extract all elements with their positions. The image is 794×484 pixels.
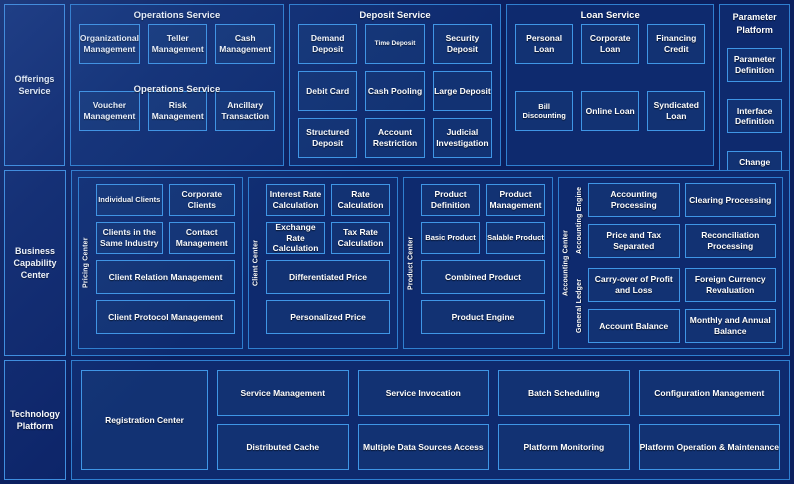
- cell-combined-product[interactable]: Combined Product: [421, 260, 545, 294]
- cell-multiple-data-sources-access[interactable]: Multiple Data Sources Access: [357, 424, 490, 470]
- cell-carry-over-of-profit-and-loss[interactable]: Carry-over of Profit and Loss: [588, 268, 680, 302]
- client-center-items: Interest Rate Calculation Rate Calculati…: [263, 178, 397, 348]
- technology-column-1: Service Management Distributed Cache: [217, 370, 349, 470]
- operations-service-items: Organizational Management Teller Managem…: [71, 24, 283, 139]
- vlabel-accounting-center: Accounting Center: [562, 230, 570, 297]
- cell-voucher-management[interactable]: Voucher Management: [78, 91, 140, 131]
- cell-client-protocol-management[interactable]: Client Protocol Management: [96, 300, 235, 334]
- row-label-technology-platform: Technology Platform: [4, 360, 66, 480]
- cell-monthly-and-annual-balance[interactable]: Monthly and Annual Balance: [684, 309, 776, 343]
- cell-platform-monitoring[interactable]: Platform Monitoring: [498, 424, 630, 470]
- cell-time-deposit[interactable]: Time Deposit: [365, 24, 425, 64]
- cell-product-definition[interactable]: Product Definition: [421, 184, 480, 216]
- general-ledger-items: Carry-over of Profit and Loss Foreign Cu…: [586, 263, 782, 348]
- group-title-parameter-platform: Parameter Platform: [732, 12, 777, 36]
- technology-column-4: Configuration Management Platform Operat…: [638, 370, 780, 470]
- cell-bill-discounting[interactable]: Bill Discounting: [515, 91, 574, 131]
- cell-clearing-processing[interactable]: Clearing Processing: [684, 183, 776, 217]
- cell-interest-rate-calculation[interactable]: Interest Rate Calculation: [266, 184, 325, 216]
- cell-security-deposit[interactable]: Security Deposit: [432, 24, 493, 64]
- group-title-operations-service-duplicate: Operations Service: [133, 84, 221, 95]
- cell-financing-credit[interactable]: Financing Credit: [647, 24, 706, 64]
- cell-large-deposit[interactable]: Large Deposit: [432, 71, 493, 111]
- cell-accounting-processing[interactable]: Accounting Processing: [588, 183, 680, 217]
- cell-organizational-management[interactable]: Organizational Management: [78, 24, 140, 64]
- cell-demand-deposit[interactable]: Demand Deposit: [297, 24, 358, 64]
- subgroup-product-center: Product Center Product Definition Produc…: [403, 177, 553, 349]
- cell-platform-operation-maintenance[interactable]: Platform Operation & Maintenance: [638, 424, 780, 470]
- group-operations-service: Operations Service Organizational Manage…: [69, 4, 284, 166]
- cell-client-relation-management[interactable]: Client Relation Management: [96, 260, 235, 294]
- cell-personalized-price[interactable]: Personalized Price: [266, 300, 390, 334]
- cell-syndicated-loan[interactable]: Syndicated Loan: [647, 91, 706, 131]
- cell-interface-definition[interactable]: Interface Definition: [727, 99, 783, 134]
- row-label-business-capability-center: Business Capability Center: [4, 170, 66, 356]
- group-loan-service: Loan Service Personal Loan Corporate Loa…: [506, 4, 715, 166]
- vlabel-general-ledger: General Ledger: [576, 278, 583, 333]
- cell-personal-loan[interactable]: Personal Loan: [515, 24, 574, 64]
- technology-column-2: Service Invocation Multiple Data Sources…: [357, 370, 490, 470]
- offerings-service-row: Offerings Service Operations Service Org…: [4, 4, 791, 352]
- cell-differentiated-price[interactable]: Differentiated Price: [266, 260, 390, 294]
- cell-foreign-currency-revaluation[interactable]: Foreign Currency Revaluation: [684, 268, 776, 302]
- subgroup-pricing-center: Pricing Center Individual Clients Corpor…: [78, 177, 243, 349]
- cell-registration-center[interactable]: Registration Center: [81, 370, 208, 470]
- row-label-offerings-service: Offerings Service: [4, 4, 65, 166]
- subgroup-accounting-center: Accounting Center Accounting Engine Acco…: [558, 177, 783, 349]
- cell-tax-rate-calculation[interactable]: Tax Rate Calculation: [331, 222, 390, 254]
- cell-individual-clients[interactable]: Individual Clients: [96, 184, 163, 216]
- pricing-center-items: Individual Clients Corporate Clients Cli…: [93, 178, 242, 348]
- cell-cash-management[interactable]: Cash Management: [215, 24, 275, 64]
- cell-service-management[interactable]: Service Management: [217, 370, 349, 416]
- cell-clients-in-the-same-industry[interactable]: Clients in the Same Industry: [96, 222, 163, 254]
- vlabel-accounting-engine: Accounting Engine: [576, 186, 583, 255]
- cell-teller-management[interactable]: Teller Management: [147, 24, 208, 64]
- cell-risk-management[interactable]: Risk Management: [147, 91, 208, 131]
- cell-product-management[interactable]: Product Management: [486, 184, 545, 216]
- cell-reconciliation-processing[interactable]: Reconciliation Processing: [684, 224, 776, 258]
- cell-account-balance[interactable]: Account Balance: [588, 309, 680, 343]
- cell-parameter-definition[interactable]: Parameter Definition: [727, 47, 783, 82]
- accounting-engine-items: Accounting Processing Clearing Processin…: [586, 178, 782, 263]
- subgroup-client-center: Client Center Interest Rate Calculation …: [248, 177, 398, 349]
- cell-distributed-cache[interactable]: Distributed Cache: [217, 424, 349, 470]
- cell-service-invocation[interactable]: Service Invocation: [357, 370, 490, 416]
- business-capability-row: Business Capability Center Pricing Cente…: [4, 170, 790, 356]
- group-title-deposit-service: Deposit Service: [359, 10, 431, 21]
- cell-price-and-tax-separated[interactable]: Price and Tax Separated: [588, 224, 680, 258]
- cell-batch-scheduling[interactable]: Batch Scheduling: [498, 370, 630, 416]
- vlabel-product-center: Product Center: [407, 236, 415, 290]
- business-capability-panel: Pricing Center Individual Clients Corpor…: [71, 170, 790, 356]
- cell-salable-product[interactable]: Salable Product: [486, 222, 545, 254]
- cell-product-engine[interactable]: Product Engine: [421, 300, 545, 334]
- group-deposit-service: Deposit Service Demand Deposit Time Depo…: [288, 4, 502, 166]
- cell-configuration-management[interactable]: Configuration Management: [638, 370, 780, 416]
- cell-rate-calculation[interactable]: Rate Calculation: [331, 184, 390, 216]
- cell-basic-product[interactable]: Basic Product: [421, 222, 480, 254]
- deposit-service-items: Demand Deposit Time Deposit Security Dep…: [290, 24, 500, 166]
- product-center-items: Product Definition Product Management Ba…: [418, 178, 552, 348]
- cell-judicial-investigation[interactable]: Judicial Investigation: [432, 118, 493, 158]
- cell-corporate-loan[interactable]: Corporate Loan: [581, 24, 640, 64]
- technology-platform-panel: Registration Center Service Management D…: [71, 360, 790, 480]
- cell-exchange-rate-calculation[interactable]: Exchange Rate Calculation: [266, 222, 325, 254]
- accounting-engine-group: Accounting Engine Accounting Processing …: [573, 178, 782, 263]
- group-title-operations-service: Operations Service: [133, 10, 221, 21]
- cell-corporate-clients[interactable]: Corporate Clients: [168, 184, 235, 216]
- technology-column-3: Batch Scheduling Platform Monitoring: [498, 370, 630, 470]
- cell-structured-deposit[interactable]: Structured Deposit: [297, 118, 358, 158]
- general-ledger-group: General Ledger Carry-over of Profit and …: [573, 263, 782, 348]
- cell-cash-pooling[interactable]: Cash Pooling: [365, 71, 425, 111]
- vlabel-client-center: Client Center: [252, 239, 260, 287]
- cell-account-restriction[interactable]: Account Restriction: [365, 118, 425, 158]
- cell-contact-management[interactable]: Contact Management: [168, 222, 235, 254]
- cell-ancillary-transaction[interactable]: Ancillary Transaction: [215, 91, 275, 131]
- loan-service-items: Personal Loan Corporate Loan Financing C…: [507, 24, 713, 139]
- cell-debit-card[interactable]: Debit Card: [297, 71, 358, 111]
- cell-online-loan[interactable]: Online Loan: [581, 91, 640, 131]
- technology-platform-row: Technology Platform Registration Center …: [4, 360, 790, 480]
- group-title-loan-service: Loan Service: [580, 10, 640, 21]
- accounting-center-body: Accounting Engine Accounting Processing …: [573, 178, 782, 348]
- vlabel-pricing-center: Pricing Center: [82, 237, 90, 289]
